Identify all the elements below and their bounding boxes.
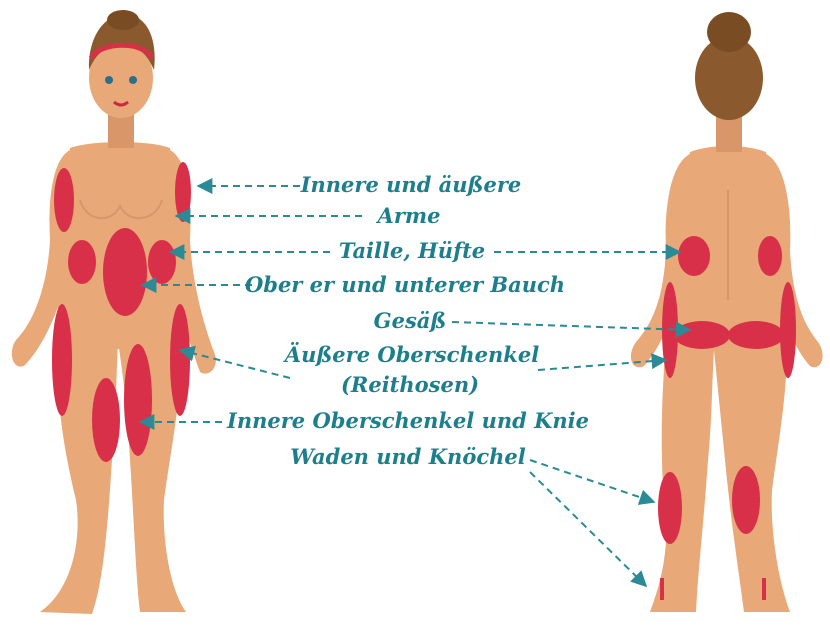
- zone-front-waist-right: [148, 240, 176, 284]
- back-hair-bun: [707, 12, 751, 52]
- zone-front-upper-arm-left: [54, 168, 74, 232]
- zone-front-inner-thigh-left: [92, 378, 120, 462]
- zone-front-outer-thigh-right: [170, 304, 190, 416]
- zone-front-upper-arm-right: [175, 162, 191, 222]
- zone-back-ankle-left: [660, 578, 664, 600]
- zone-back-ankle-right: [762, 578, 766, 600]
- zone-front-waist-left: [68, 240, 96, 284]
- zone-back-outer-thigh-right: [780, 282, 796, 378]
- label-belly: Ober er und unterer Bauch: [245, 274, 565, 295]
- label-outer-thighs-line2: (Reithosen): [341, 374, 479, 395]
- label-arms-line2: Arme: [378, 205, 441, 226]
- arrow-calves: [530, 460, 654, 502]
- front-hair-bun: [107, 10, 139, 30]
- front-figure: [12, 10, 216, 614]
- label-buttocks: Gesäß: [374, 310, 447, 331]
- back-left-leg: [650, 320, 714, 612]
- label-calves: Waden und Knöchel: [290, 446, 525, 467]
- front-left-eye: [105, 76, 113, 84]
- zone-back-calf-left: [658, 472, 682, 544]
- label-outer-thighs-line1: Äußere Oberschenkel: [285, 344, 539, 365]
- zone-front-belly: [103, 228, 147, 316]
- label-arms-line1: Innere und äußere: [301, 174, 522, 195]
- back-figure: [631, 12, 823, 612]
- arrow-outer-thigh-front: [180, 350, 290, 378]
- label-waist: Taille, Hüfte: [339, 240, 485, 261]
- zone-back-buttock-right: [728, 321, 784, 349]
- label-inner-thighs: Innere Oberschenkel und Knie: [227, 410, 589, 431]
- arrow-ankles: [530, 472, 646, 586]
- front-right-eye: [129, 76, 137, 84]
- zone-front-inner-thigh-right: [124, 344, 152, 456]
- zone-back-waist-left: [678, 236, 710, 276]
- zone-back-waist-right: [758, 236, 782, 276]
- zone-back-buttock-left: [674, 321, 730, 349]
- zone-back-calf-right: [732, 466, 760, 534]
- arrow-outer-thigh-back: [538, 360, 666, 370]
- zone-front-outer-thigh-left: [52, 304, 72, 416]
- back-right-leg: [714, 320, 790, 612]
